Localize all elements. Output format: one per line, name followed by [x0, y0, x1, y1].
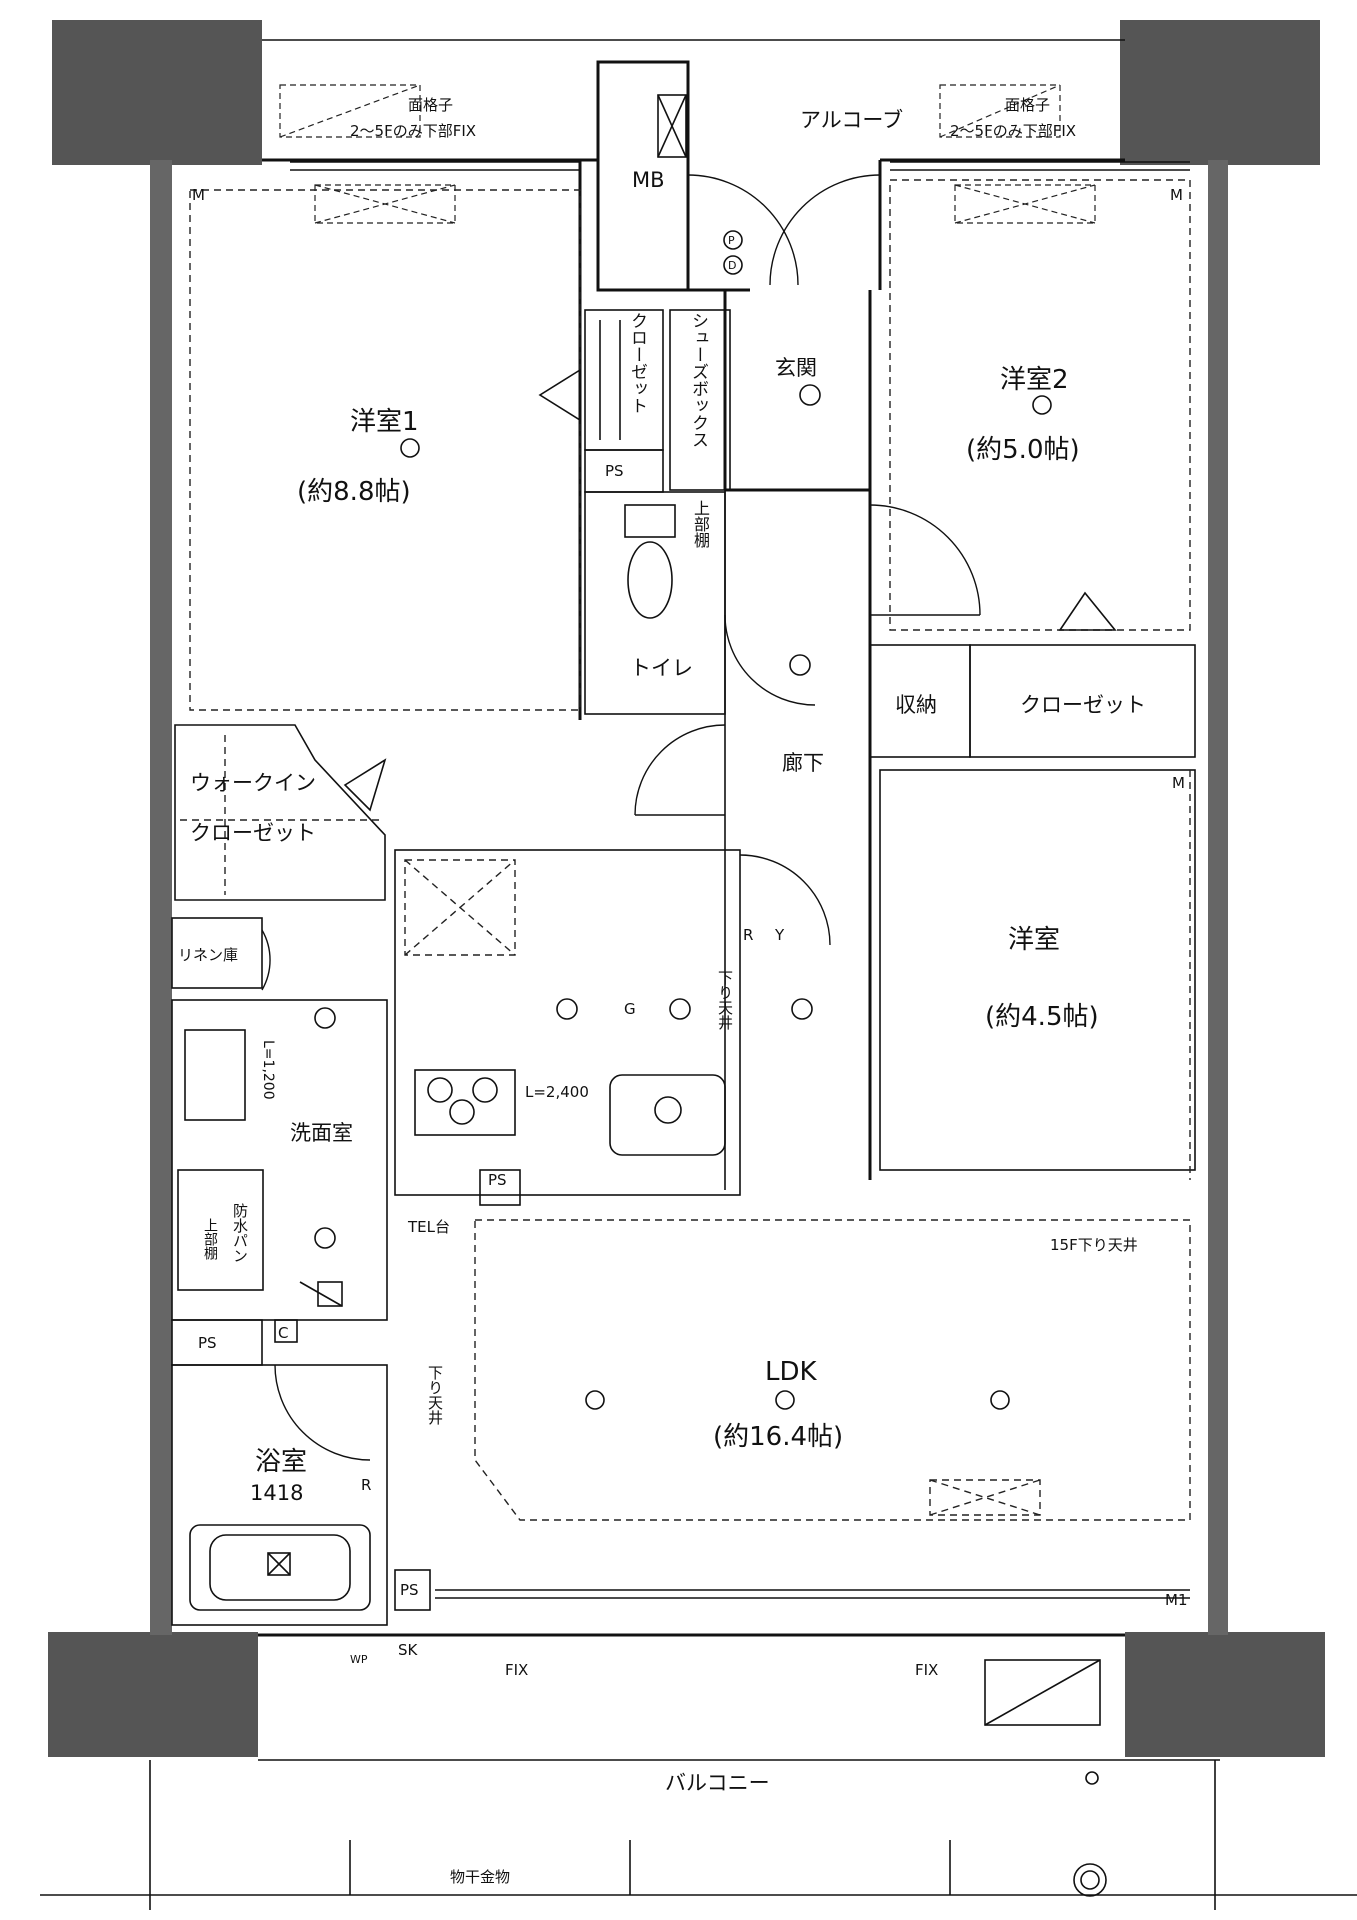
- upper-shelf-2-label: 上部棚: [202, 1218, 218, 1260]
- shoe-box-wrap: シューズボックス: [688, 312, 708, 448]
- toilet-label: トイレ: [630, 656, 693, 680]
- column-bottom-right: [1125, 1632, 1325, 1757]
- g-label: G: [624, 1000, 636, 1018]
- ps-label-4: PS: [400, 1581, 419, 1599]
- storage-label: 収納: [895, 693, 937, 717]
- hallway-label: 廊下: [782, 751, 824, 775]
- washroom-label: 洗面室: [290, 1121, 353, 1145]
- lowered-ceiling-1-wrap: 下り天井: [716, 970, 734, 1030]
- alcove-label: アルコーブ: [800, 108, 903, 132]
- left-exterior-wall: [150, 160, 172, 1635]
- closet-label: クローゼット: [1020, 693, 1146, 717]
- linen-label: リネン庫: [178, 946, 238, 964]
- m-label-3: M: [1172, 774, 1185, 792]
- c-label: C: [278, 1324, 288, 1342]
- grille-right-note: 2～5Fのみ下部FIX: [950, 122, 1076, 140]
- y-label: Y: [774, 926, 785, 944]
- column-top-left: [52, 20, 262, 165]
- waterproof-pan-label: 防水パン: [231, 1203, 249, 1263]
- ps-label-2: PS: [488, 1171, 507, 1189]
- grille-left-title: 面格子: [408, 96, 453, 114]
- grille-right-title: 面格子: [1005, 96, 1050, 114]
- walk-in-label-1: ウォークイン: [190, 771, 316, 795]
- grille-left-note: 2～5Fのみ下部FIX: [350, 122, 476, 140]
- right-exterior-wall: [1208, 160, 1228, 1635]
- entrance-label: 玄関: [775, 356, 817, 380]
- ldk-name: LDK: [765, 1357, 818, 1387]
- column-top-right: [1120, 20, 1320, 165]
- room-3-size: (約4.5帖): [985, 1002, 1099, 1032]
- room-2-name: 洋室2: [1000, 365, 1069, 395]
- room-1-size: (約8.8帖): [297, 477, 411, 507]
- balcony-label: バルコニー: [665, 1771, 770, 1795]
- wp-label: WP: [350, 1653, 368, 1666]
- wash-width-wrap: L=1,200: [260, 1040, 276, 1100]
- room-3-name: 洋室: [1008, 925, 1060, 955]
- p-label: P: [728, 234, 735, 247]
- upper-shelf-2-wrap: 上部棚: [202, 1218, 218, 1260]
- column-bottom-left: [48, 1632, 258, 1757]
- fix-right-label: FIX: [915, 1661, 938, 1679]
- wash-width-label: L=1,200: [260, 1040, 276, 1100]
- d-label: D: [728, 259, 736, 272]
- lowered-ceiling-2-wrap: 下り天井: [426, 1365, 444, 1425]
- room-1-name: 洋室1: [350, 407, 419, 437]
- lowered-ceiling-15f-label: 15F下り天井: [1050, 1236, 1138, 1254]
- walk-in-label-2: クローゼット: [190, 821, 316, 845]
- upper-shelf-wrap: 上部棚: [691, 500, 710, 548]
- lowered-ceiling-1-label: 下り天井: [716, 970, 734, 1030]
- counter-label: L=2,400: [525, 1083, 589, 1101]
- waterproof-pan-wrap: 防水パン: [231, 1203, 249, 1263]
- closet-vertical-label: クローゼット: [627, 312, 647, 414]
- shoe-box-label: シューズボックス: [688, 312, 708, 448]
- bathroom-size: 1418: [250, 1481, 303, 1505]
- sk-label: SK: [398, 1641, 419, 1659]
- ldk-size: (約16.4帖): [713, 1422, 843, 1452]
- mb-label: MB: [632, 168, 665, 192]
- m-label-2: M: [1170, 186, 1183, 204]
- lowered-ceiling-2-label: 下り天井: [426, 1365, 444, 1425]
- r-label-2: R: [361, 1476, 371, 1494]
- fix-left-label: FIX: [505, 1661, 528, 1679]
- m-label-1: M: [192, 186, 205, 204]
- tel-label: TEL台: [407, 1218, 450, 1236]
- m1-label: M1: [1165, 1591, 1188, 1609]
- clothes-hanger-label: 物干金物: [450, 1868, 510, 1886]
- ps-label: PS: [605, 462, 624, 480]
- closet-vertical-wrap: クローゼット: [627, 312, 647, 414]
- r-label-1: R: [743, 926, 753, 944]
- upper-shelf-label: 上部棚: [691, 500, 710, 548]
- ps-label-3: PS: [198, 1334, 217, 1352]
- room-2-size: (約5.0帖): [966, 435, 1080, 465]
- bathroom-name: 浴室: [255, 1447, 307, 1477]
